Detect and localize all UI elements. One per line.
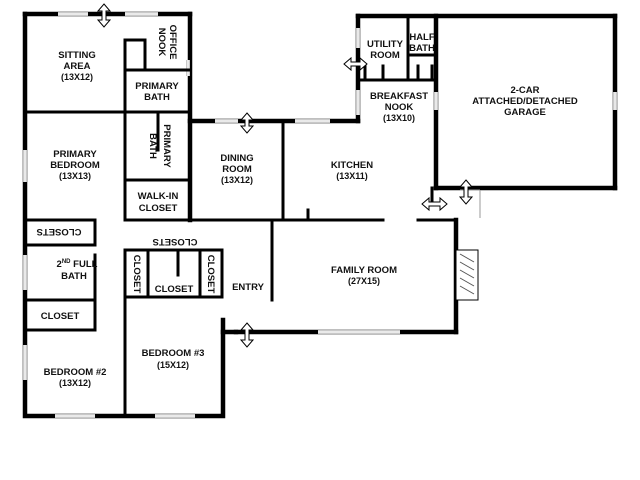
- room-closet-vertical-1: CLOSET: [131, 255, 142, 294]
- room-walk-in-closet: WALK-IN CLOSET: [138, 191, 179, 214]
- room-primary-bath-lower: PRIMARY BATH: [147, 124, 172, 168]
- room-office-nook: OFFICE NOOK: [156, 25, 178, 60]
- room-closets-center: CLOSETS: [153, 236, 198, 247]
- room-closet-left: CLOSET: [41, 311, 80, 322]
- door-arrow-icon[interactable]: [343, 56, 368, 72]
- room-name: BATH: [147, 133, 158, 159]
- room-name: BATH: [61, 271, 87, 282]
- room-name: PRIMARY: [53, 149, 97, 160]
- room-utility-room: UTILITY ROOM: [367, 39, 404, 61]
- room-name: CLOSETS: [153, 236, 198, 247]
- room-name: KITCHEN: [331, 160, 373, 171]
- room-size: (13X12): [61, 72, 93, 82]
- door-arrow-icon[interactable]: [239, 112, 255, 134]
- room-name: BATH: [409, 43, 435, 54]
- room-second-full-bath: 2ND FULL BATH: [57, 259, 98, 282]
- room-name: AREA: [64, 61, 91, 72]
- room-name: BEDROOM #2: [44, 367, 107, 378]
- room-breakfast-nook: BREAKFAST NOOK (13X10): [370, 91, 428, 123]
- room-closet-middle: CLOSET: [155, 284, 194, 295]
- room-size: (13X12): [221, 175, 253, 185]
- interior-walls: [23, 14, 481, 418]
- room-entry: ENTRY: [232, 282, 265, 293]
- room-name: CLOSET: [205, 255, 216, 294]
- room-name: WALK-IN: [138, 191, 179, 202]
- door-arrow-icon[interactable]: [96, 3, 112, 28]
- room-bedroom-2: BEDROOM #2 (13X12): [44, 367, 107, 388]
- room-size: (13X13): [59, 171, 91, 181]
- room-name: 2-CAR: [510, 85, 539, 96]
- room-size: (13X12): [59, 378, 91, 388]
- room-name: HALF: [409, 32, 435, 43]
- room-name: BEDROOM: [50, 160, 100, 171]
- room-size: (15X12): [157, 360, 189, 370]
- room-name: SITTING: [58, 50, 95, 61]
- exterior-walls: [22, 11, 618, 419]
- room-name: CLOSET: [41, 311, 80, 322]
- door-arrow-icon[interactable]: [421, 196, 448, 212]
- fireplace-icon: [455, 249, 479, 301]
- room-name: OFFICE: [167, 25, 178, 60]
- room-name: ROOM: [222, 164, 252, 175]
- room-size: (27X15): [348, 276, 380, 286]
- room-name: NOOK: [156, 28, 167, 57]
- room-half-bath: HALF BATH: [409, 32, 435, 54]
- door-arrow-icon[interactable]: [239, 322, 255, 348]
- room-name: BREAKFAST: [370, 91, 428, 102]
- room-name: UTILITY: [367, 39, 404, 50]
- windows: [23, 12, 617, 418]
- room-name: NOOK: [385, 102, 414, 113]
- room-name: DINING: [220, 153, 253, 164]
- room-name-rest: FULL: [71, 259, 98, 270]
- room-closets-left: CLOSETS: [37, 226, 82, 237]
- room-name: PRIMARY: [161, 124, 172, 168]
- room-primary-bedroom: PRIMARY BEDROOM (13X13): [50, 149, 100, 181]
- room-name: GARAGE: [504, 107, 546, 118]
- room-bedroom-3: BEDROOM #3 (15X12): [142, 348, 205, 370]
- door-arrow-icon[interactable]: [458, 179, 474, 205]
- room-name: ATTACHED/DETACHED: [472, 96, 578, 107]
- room-size: (13X11): [336, 171, 368, 181]
- ordinal-number: 2: [57, 259, 62, 270]
- room-name: 2ND FULL: [57, 259, 98, 270]
- room-family-room: FAMILY ROOM (27X15): [331, 265, 397, 286]
- room-name: BEDROOM #3: [142, 348, 205, 359]
- room-size: (13X10): [383, 113, 415, 123]
- ordinal-suffix: ND: [62, 259, 71, 265]
- room-name: ENTRY: [232, 282, 265, 293]
- room-name: PRIMARY: [135, 81, 179, 92]
- room-name: CLOSETS: [37, 226, 82, 237]
- room-name: CLOSET: [131, 255, 142, 294]
- room-name: CLOSET: [139, 203, 178, 214]
- room-name: BATH: [144, 92, 170, 103]
- room-kitchen: KITCHEN (13X11): [331, 160, 373, 181]
- room-name: FAMILY ROOM: [331, 265, 397, 276]
- room-name: CLOSET: [155, 284, 194, 295]
- room-dining-room: DINING ROOM (13X12): [220, 153, 253, 185]
- room-sitting-area: SITTING AREA (13X12): [58, 50, 95, 82]
- room-name: ROOM: [370, 50, 400, 61]
- room-garage: 2-CAR ATTACHED/DETACHED GARAGE: [472, 85, 578, 118]
- room-primary-bath-upper: PRIMARY BATH: [135, 81, 179, 103]
- room-closet-vertical-2: CLOSET: [205, 255, 216, 294]
